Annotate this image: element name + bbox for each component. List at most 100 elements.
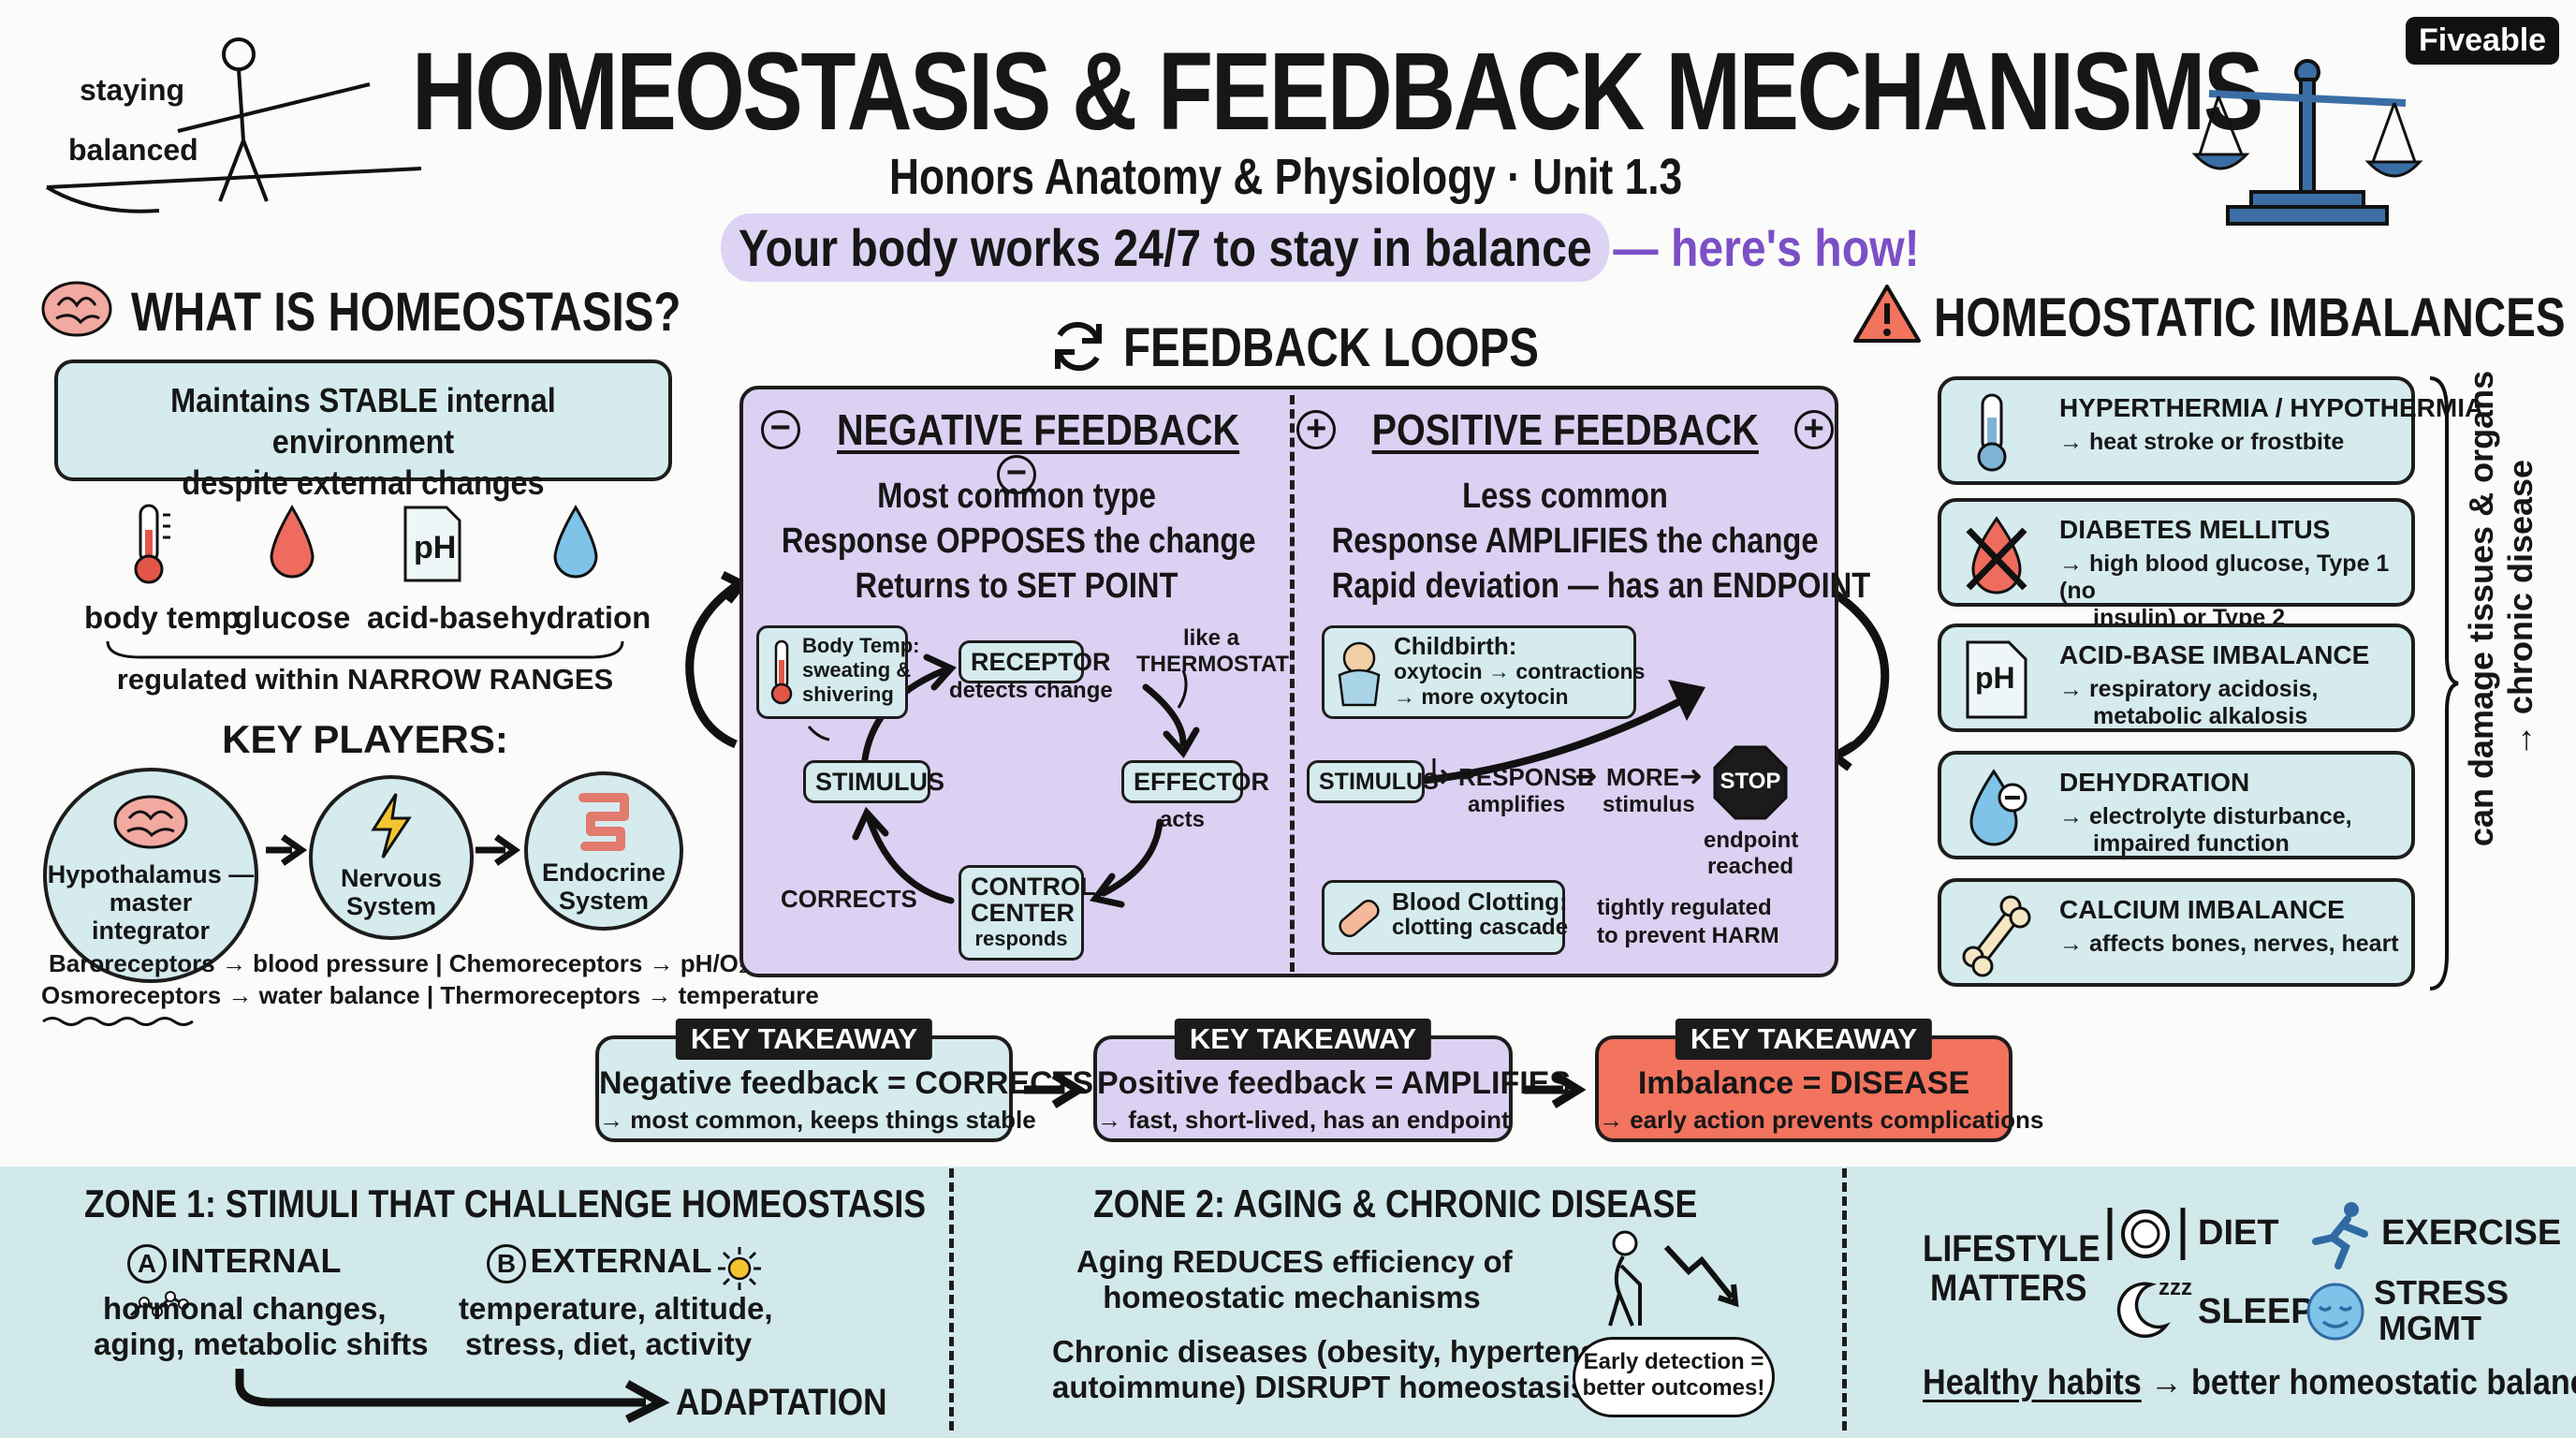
tagline-rest: — here's how! <box>1613 218 1920 277</box>
bone-icon <box>1962 895 2031 977</box>
aging-line-2: homeostatic mechanisms <box>1103 1280 1481 1314</box>
control-sub: responds <box>974 927 1068 950</box>
healthy-habits-link: Healthy habits <box>1923 1363 2142 1402</box>
endpoint-line-1: endpoint <box>1704 828 1799 853</box>
stop-sign-icon <box>1713 745 1788 820</box>
childbirth-line: oxytocin → contractions <box>1394 659 1646 683</box>
imbalance-title: DIABETES MELLITUS <box>2059 515 2331 544</box>
more-sub: stimulus <box>1603 792 1695 817</box>
response-label: RESPONSE <box>1458 763 1594 791</box>
badge-b: B <box>487 1244 526 1284</box>
zone2-heading: ZONE 2: AGING & CHRONIC DISEASE <box>1093 1181 1698 1225</box>
negative-desc-3: Returns to SET POINT <box>855 566 1178 606</box>
childbirth-line: → more oxytocin <box>1394 684 1569 709</box>
player-label: Endocrine <box>541 858 666 887</box>
page-subtitle: Honors Anatomy & Physiology · Unit 1.3 <box>889 149 1683 205</box>
external-stimuli: B EXTERNAL <box>487 1241 768 1292</box>
healthy-habits-line: Healthy habits → better homeostatic bala… <box>1923 1363 2576 1403</box>
response-sub: amplifies <box>1468 792 1566 817</box>
key-players-heading: KEY PLAYERS: <box>222 717 508 761</box>
internal-line-1: hormonal changes, <box>103 1291 387 1326</box>
zone-divider <box>949 1168 954 1431</box>
takeaway-negative: KEY TAKEAWAY Negative feedback = CORRECT… <box>595 1019 1094 1142</box>
stop-label: STOP <box>1720 769 1781 794</box>
takeaway-tag: KEY TAKEAWAY <box>1174 1019 1432 1060</box>
positive-feedback-section: + POSITIVE FEEDBACK + Less common Respon… <box>1294 389 1870 970</box>
imbalance-title: HYPERTHERMIA / HYPOTHERMIA <box>2059 393 2484 422</box>
detail-line: → electrolyte disturbance, <box>2059 803 2352 829</box>
plate-cutlery-icon <box>2107 1208 2186 1260</box>
zone1-heading: ZONE 1: STIMULI THAT CHALLENGE HOMEOSTAS… <box>84 1181 927 1225</box>
arrow-glyph: ➜ <box>1574 761 1599 792</box>
positive-title: POSITIVE FEEDBACK <box>1371 405 1759 454</box>
detail-line: metabolic alkalosis <box>2093 703 2308 729</box>
negative-desc-1: Most common type <box>877 477 1156 516</box>
body-temp-example: Body Temp: sweating & shivering <box>756 625 919 719</box>
variable-acid-base: pH acid-base <box>367 502 510 636</box>
imbalances-heading: HOMEOSTATIC IMBALANCES <box>1934 287 2566 348</box>
elderly-person-icon <box>1608 1230 1739 1327</box>
baby-icon <box>1338 641 1381 707</box>
side-note: can damage tissues & organs → chronic di… <box>2462 318 2540 899</box>
example-line: sweating & <box>802 658 912 682</box>
warning-icon <box>1853 285 1921 343</box>
endpoint-line-2: reached <box>1706 854 1794 879</box>
control-line: CONTROL <box>971 873 1096 901</box>
thermostat-note-1: like a <box>1182 625 1240 651</box>
variable-label: glucose <box>233 600 351 635</box>
feedback-heading: FEEDBACK LOOPS <box>1123 317 1539 378</box>
thermostat-note-2: THERMOSTAT <box>1136 652 1290 677</box>
ph-glyph: pH <box>414 530 457 565</box>
variable-glucose: glucose <box>227 502 358 636</box>
external-title: EXTERNAL <box>530 1241 712 1280</box>
player-endocrine-system: Endocrine System <box>524 771 683 931</box>
arrow-glyph: ➜ <box>1679 761 1704 792</box>
minus-circle-icon: − <box>760 410 800 449</box>
badge-a: A <box>127 1244 167 1284</box>
external-line-2: stress, diet, activity <box>464 1327 753 1361</box>
chronic-line-1: Chronic diseases (obesity, hypertension, <box>1052 1334 1653 1369</box>
takeaway-main: Imbalance = DISEASE <box>1637 1065 1970 1101</box>
what-heading: WHAT IS HOMEOSTASIS? <box>131 282 681 343</box>
takeaway-sub: → early action prevents complications <box>1599 1106 2044 1134</box>
internal-stimuli: A INTERNAL <box>127 1241 408 1321</box>
imbalance-title: CALCIUM IMBALANCE <box>2059 895 2345 924</box>
imbalance-diabetes: DIABETES MELLITUS → high blood glucose, … <box>1938 498 2415 658</box>
imbalance-detail: → affects bones, nerves, heart <box>2059 931 2399 957</box>
player-label: System <box>558 887 650 915</box>
corrects-label: CORRECTS <box>781 885 917 913</box>
detail-line: → respiratory acidosis, <box>2059 676 2319 702</box>
player-label: Nervous <box>340 864 443 892</box>
childbirth-line: Childbirth: <box>1394 632 1517 660</box>
ph-glyph: pH <box>1975 661 2015 695</box>
zone-divider <box>1842 1168 1847 1431</box>
sun-icon <box>717 1246 761 1290</box>
positive-stimulus-node: STIMULUS <box>1307 760 1439 803</box>
stimulus-node: STIMULUS <box>803 760 944 803</box>
player-hypothalamus: Hypothalamus — master integrator <box>43 768 258 983</box>
imbalance-thermal: HYPERTHERMIA / HYPOTHERMIA → heat stroke… <box>1938 376 2483 485</box>
receptors-line-1: Baroreceptors → blood pressure | Chemore… <box>49 949 804 977</box>
player-nervous-system: Nervous System <box>309 775 474 940</box>
variable-label: acid-base <box>367 600 510 635</box>
variable-label: body temp <box>84 600 241 635</box>
stress-label-2: MGMT <box>2378 1309 2481 1347</box>
imbalance-calcium: CALCIUM IMBALANCE → affects bones, nerve… <box>1938 878 2415 987</box>
definition-line-2: despite external changes <box>182 463 545 502</box>
exercise-label: EXERCISE <box>2381 1213 2562 1253</box>
sleep-zzz: zzz <box>2159 1275 2192 1300</box>
receptor-sub: detects change <box>949 678 1113 703</box>
player-label: Hypothalamus — <box>47 860 255 888</box>
clotting-line: Blood Clotting: <box>1392 888 1568 916</box>
plus-circle-icon: + <box>1793 410 1834 449</box>
childbirth-example: Childbirth: oxytocin → contractions → mo… <box>1322 625 1646 719</box>
tightrope-doodle: staying balanced <box>37 28 431 225</box>
arrow-icon <box>1024 1071 1087 1108</box>
tagline-highlight: Your body works 24/7 to stay in balance <box>721 213 1610 282</box>
ranges-note: regulated within NARROW RANGES <box>116 663 614 696</box>
variable-body-temp: body temp <box>84 502 241 636</box>
takeaway-main: Negative feedback = CORRECTS <box>599 1065 1094 1101</box>
aging-line-1: Aging REDUCES efficiency of <box>1076 1244 1513 1279</box>
more-label: MORE <box>1606 763 1679 791</box>
plus-circle-icon: + <box>1296 410 1337 449</box>
